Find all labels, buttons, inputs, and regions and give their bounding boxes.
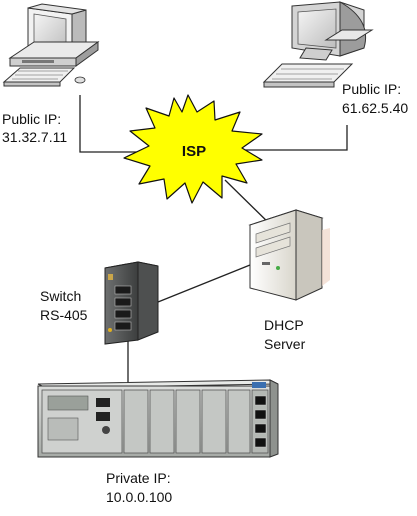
switch-label-1: Switch	[40, 288, 81, 304]
dhcp-label-2: Server	[264, 336, 306, 352]
pc-left-label-2: 31.32.7.11	[2, 129, 67, 145]
pc-left-label-1: Public IP:	[2, 111, 61, 127]
isp-label: ISP	[182, 143, 206, 160]
network-switch-icon	[104, 261, 159, 345]
link-switch-server	[157, 264, 251, 303]
isp-burst-icon: ISP	[123, 94, 263, 204]
switch-label-2: RS-405	[40, 307, 88, 323]
dhcp-label-1: DHCP	[264, 317, 304, 333]
private-label-1: Private IP:	[106, 470, 171, 486]
pc-right-label-1: Public IP:	[342, 81, 401, 97]
rack-controller-icon	[37, 379, 279, 458]
computer-right-icon	[262, 1, 374, 88]
pc-right-label-2: 61.62.5.40	[342, 100, 408, 116]
server-tower-icon	[248, 209, 330, 301]
computer-left-icon	[2, 3, 100, 87]
link-right-pc-isp	[240, 125, 348, 151]
private-label-2: 10.0.0.100	[106, 489, 172, 505]
